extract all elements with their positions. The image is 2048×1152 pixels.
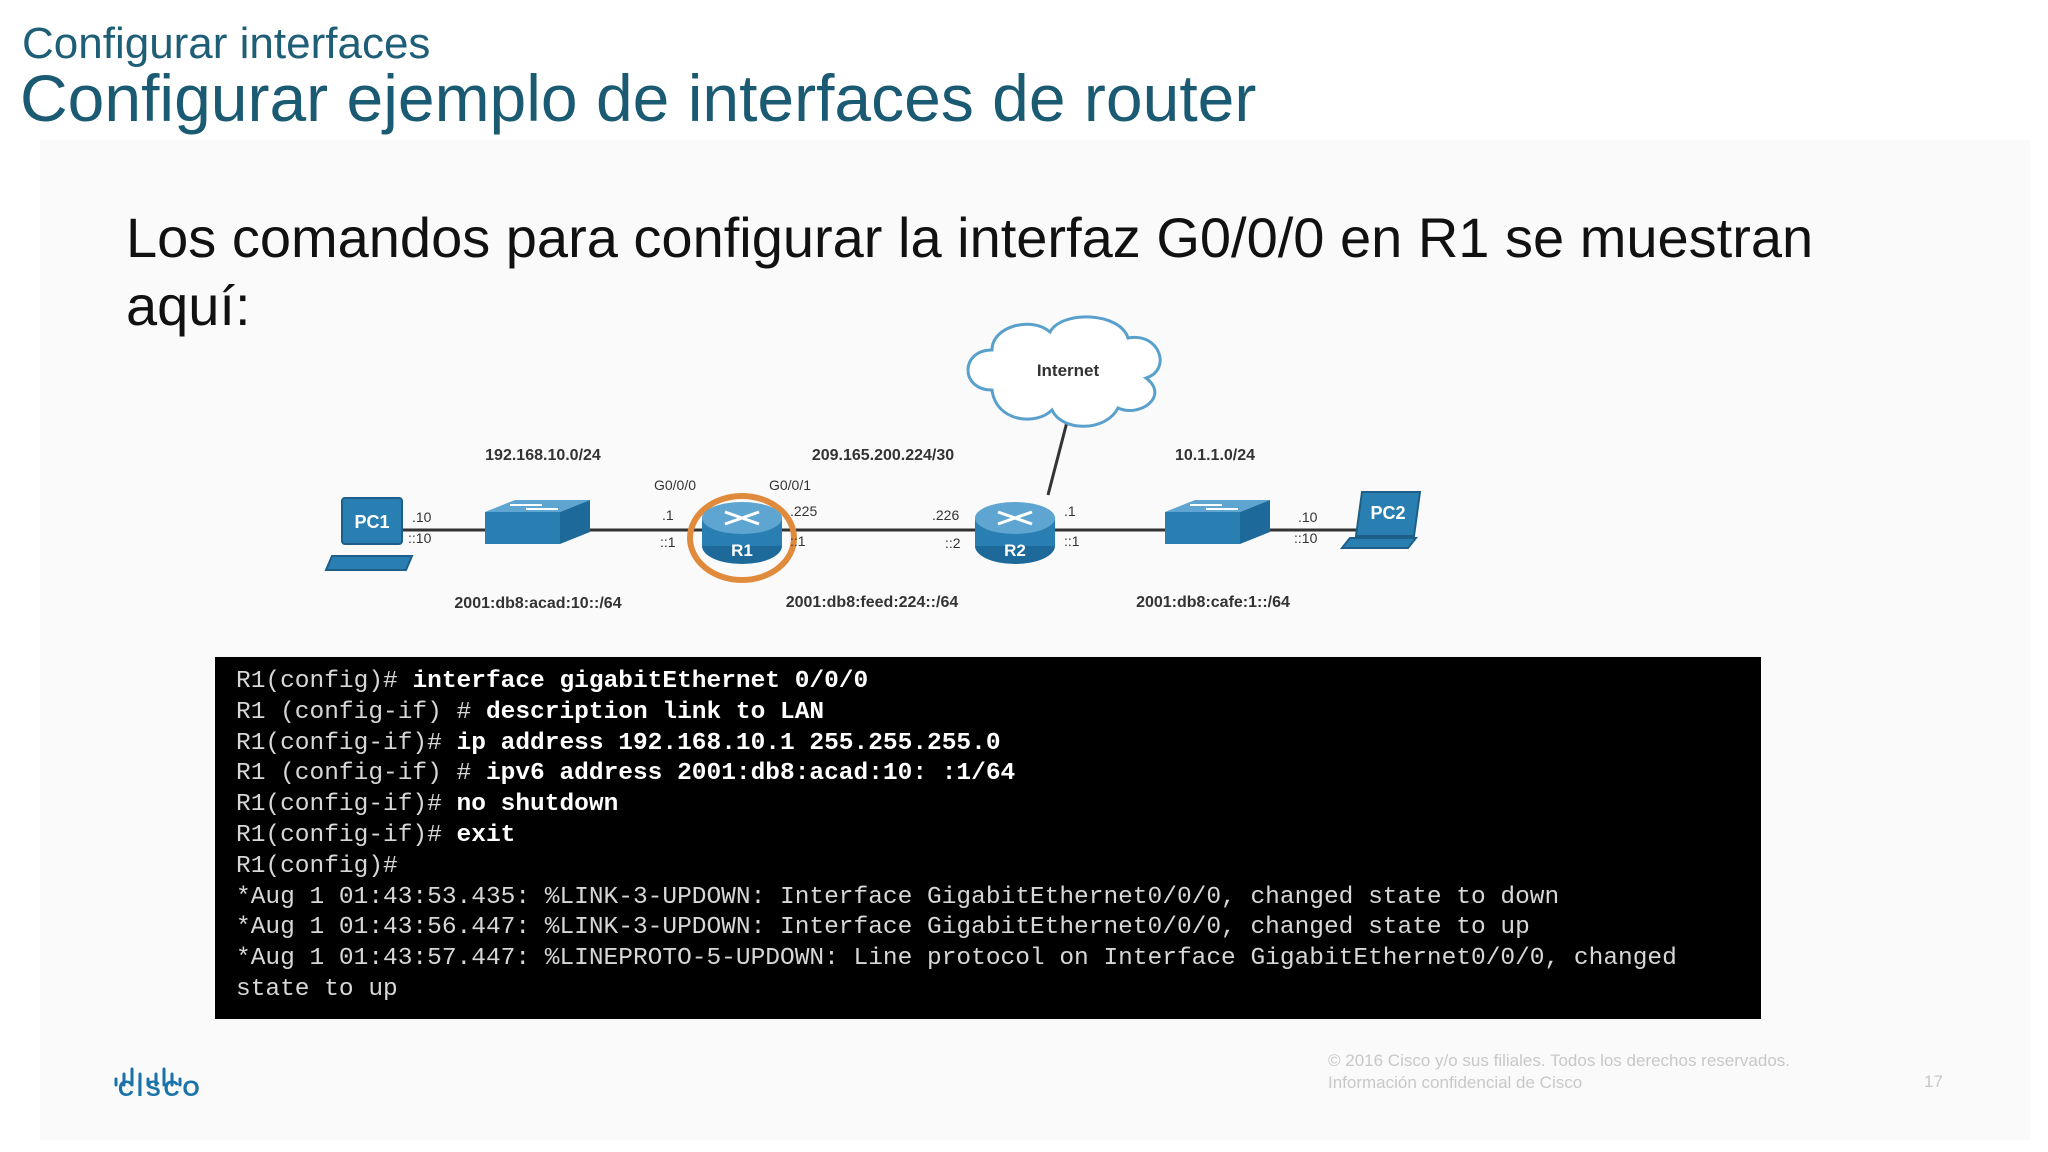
terminal-prompt: state to up xyxy=(236,975,398,1003)
terminal-line: R1 (config-if) # description link to LAN xyxy=(236,698,1740,729)
slide-subtitle: Configurar interfaces xyxy=(22,19,431,68)
r2-right-ipv6-host: ::1 xyxy=(1064,533,1080,549)
terminal-command: interface gigabitEthernet 0/0/0 xyxy=(412,668,869,695)
cloud-label: Internet xyxy=(1037,361,1100,380)
switch2-icon xyxy=(1165,500,1270,544)
net3-ipv6-label: 2001:db8:cafe:1::/64 xyxy=(1136,594,1290,611)
router-r2-icon: R2 xyxy=(975,502,1055,564)
r1-g000-label: G0/0/0 xyxy=(654,477,696,493)
pc2-label: PC2 xyxy=(1370,503,1405,523)
r2-right-ipv4-host: .1 xyxy=(1064,503,1076,519)
r2-label: R2 xyxy=(1004,541,1026,560)
r2-left-ipv4-host: .226 xyxy=(932,507,959,523)
r1-g001-label: G0/0/1 xyxy=(769,477,811,493)
terminal-prompt: R1(config-if)# xyxy=(236,729,457,757)
terminal-prompt: *Aug 1 01:43:57.447: %LINEPROTO-5-UPDOWN… xyxy=(236,945,1677,973)
footer-legal: © 2016 Cisco y/o sus filiales. Todos los… xyxy=(1328,1050,1790,1094)
cisco-logo-icon xyxy=(114,1067,182,1087)
terminal-prompt: R1 (config-if) # xyxy=(236,760,486,788)
pc1-ipv6-host: ::10 xyxy=(408,530,432,546)
terminal-line: *Aug 1 01:43:53.435: %LINK-3-UPDOWN: Int… xyxy=(236,883,1740,914)
slide-title: Configurar ejemplo de interfaces de rout… xyxy=(20,61,1257,135)
terminal-line: R1(config)# xyxy=(236,852,1740,883)
router-r1-icon: R1 xyxy=(687,493,797,583)
slide-body-text: Los comandos para configurar la interfaz… xyxy=(126,206,1814,337)
terminal-line: *Aug 1 01:43:56.447: %LINK-3-UPDOWN: Int… xyxy=(236,913,1740,944)
terminal-command: no shutdown xyxy=(456,791,619,819)
terminal-line: R1(config-if)# exit xyxy=(236,821,1740,852)
terminal-line: *Aug 1 01:43:57.447: %LINEPROTO-5-UPDOWN… xyxy=(236,944,1740,975)
terminal-prompt: R1(config-if)# xyxy=(236,821,457,849)
terminal-prompt: *Aug 1 01:43:53.435: %LINK-3-UPDOWN: Int… xyxy=(236,883,1560,911)
r1-left-ipv6-host: ::1 xyxy=(660,534,676,550)
terminal-prompt: R1(config-if)# xyxy=(236,791,457,819)
footer-copyright: © 2016 Cisco y/o sus filiales. Todos los… xyxy=(1328,1051,1790,1070)
terminal-prompt: R1 (config-if) # xyxy=(236,698,486,726)
page-number: 17 xyxy=(1924,1072,1943,1091)
r1-right-ipv6-host: ::1 xyxy=(790,533,806,549)
net1-ipv4-label: 192.168.10.0/24 xyxy=(485,447,601,464)
terminal-prompt: R1(config)# xyxy=(236,668,413,695)
net1-ipv6-label: 2001:db8:acad:10::/64 xyxy=(454,595,621,612)
pc1-ipv4-host: .10 xyxy=(412,509,432,525)
cli-terminal-output: R1(config)# interface gigabitEthernet 0/… xyxy=(215,657,1761,1019)
terminal-prompt: R1(config)# xyxy=(236,852,398,880)
r1-label: R1 xyxy=(731,541,753,560)
terminal-command: ip address 192.168.10.1 255.255.255.0 xyxy=(456,729,1001,757)
pc2-ipv4-host: .10 xyxy=(1298,509,1318,525)
network-topology-diagram: Internet PC1 R1 R2 xyxy=(324,315,1422,612)
terminal-prompt: *Aug 1 01:43:56.447: %LINK-3-UPDOWN: Int… xyxy=(236,914,1530,942)
link-r2-internet xyxy=(1046,417,1070,496)
r2-left-ipv6-host: ::2 xyxy=(945,535,961,551)
terminal-line: R1(config-if)# ip address 192.168.10.1 2… xyxy=(236,729,1740,760)
terminal-command: ipv6 address 2001:db8:acad:10: :1/64 xyxy=(485,760,1016,788)
net2-ipv6-label: 2001:db8:feed:224::/64 xyxy=(786,594,959,611)
pc2-ipv6-host: ::10 xyxy=(1294,530,1318,546)
terminal-line: state to up xyxy=(236,975,1740,1006)
switch1-icon xyxy=(485,500,590,544)
r1-left-ipv4-host: .1 xyxy=(662,507,674,523)
r1-right-ipv4-host: .225 xyxy=(790,503,817,519)
terminal-line: R1(config)# interface gigabitEthernet 0/… xyxy=(236,667,1740,698)
cisco-wordmark: CISCO xyxy=(118,1076,203,1101)
net2-ipv4-label: 209.165.200.224/30 xyxy=(812,447,954,464)
footer-confidential: Información confidencial de Cisco xyxy=(1328,1073,1583,1092)
terminal-line: R1 (config-if) # ipv6 address 2001:db8:a… xyxy=(236,759,1740,790)
terminal-line: R1(config-if)# no shutdown xyxy=(236,790,1740,821)
pc1-laptop-icon: PC1 xyxy=(324,497,414,571)
pc1-label: PC1 xyxy=(354,512,389,532)
terminal-command: exit xyxy=(456,821,516,849)
net3-ipv4-label: 10.1.1.0/24 xyxy=(1175,447,1255,464)
internet-cloud-icon: Internet xyxy=(966,315,1162,428)
terminal-command: description link to LAN xyxy=(485,698,825,726)
pc2-laptop-icon: PC2 xyxy=(1339,491,1422,549)
